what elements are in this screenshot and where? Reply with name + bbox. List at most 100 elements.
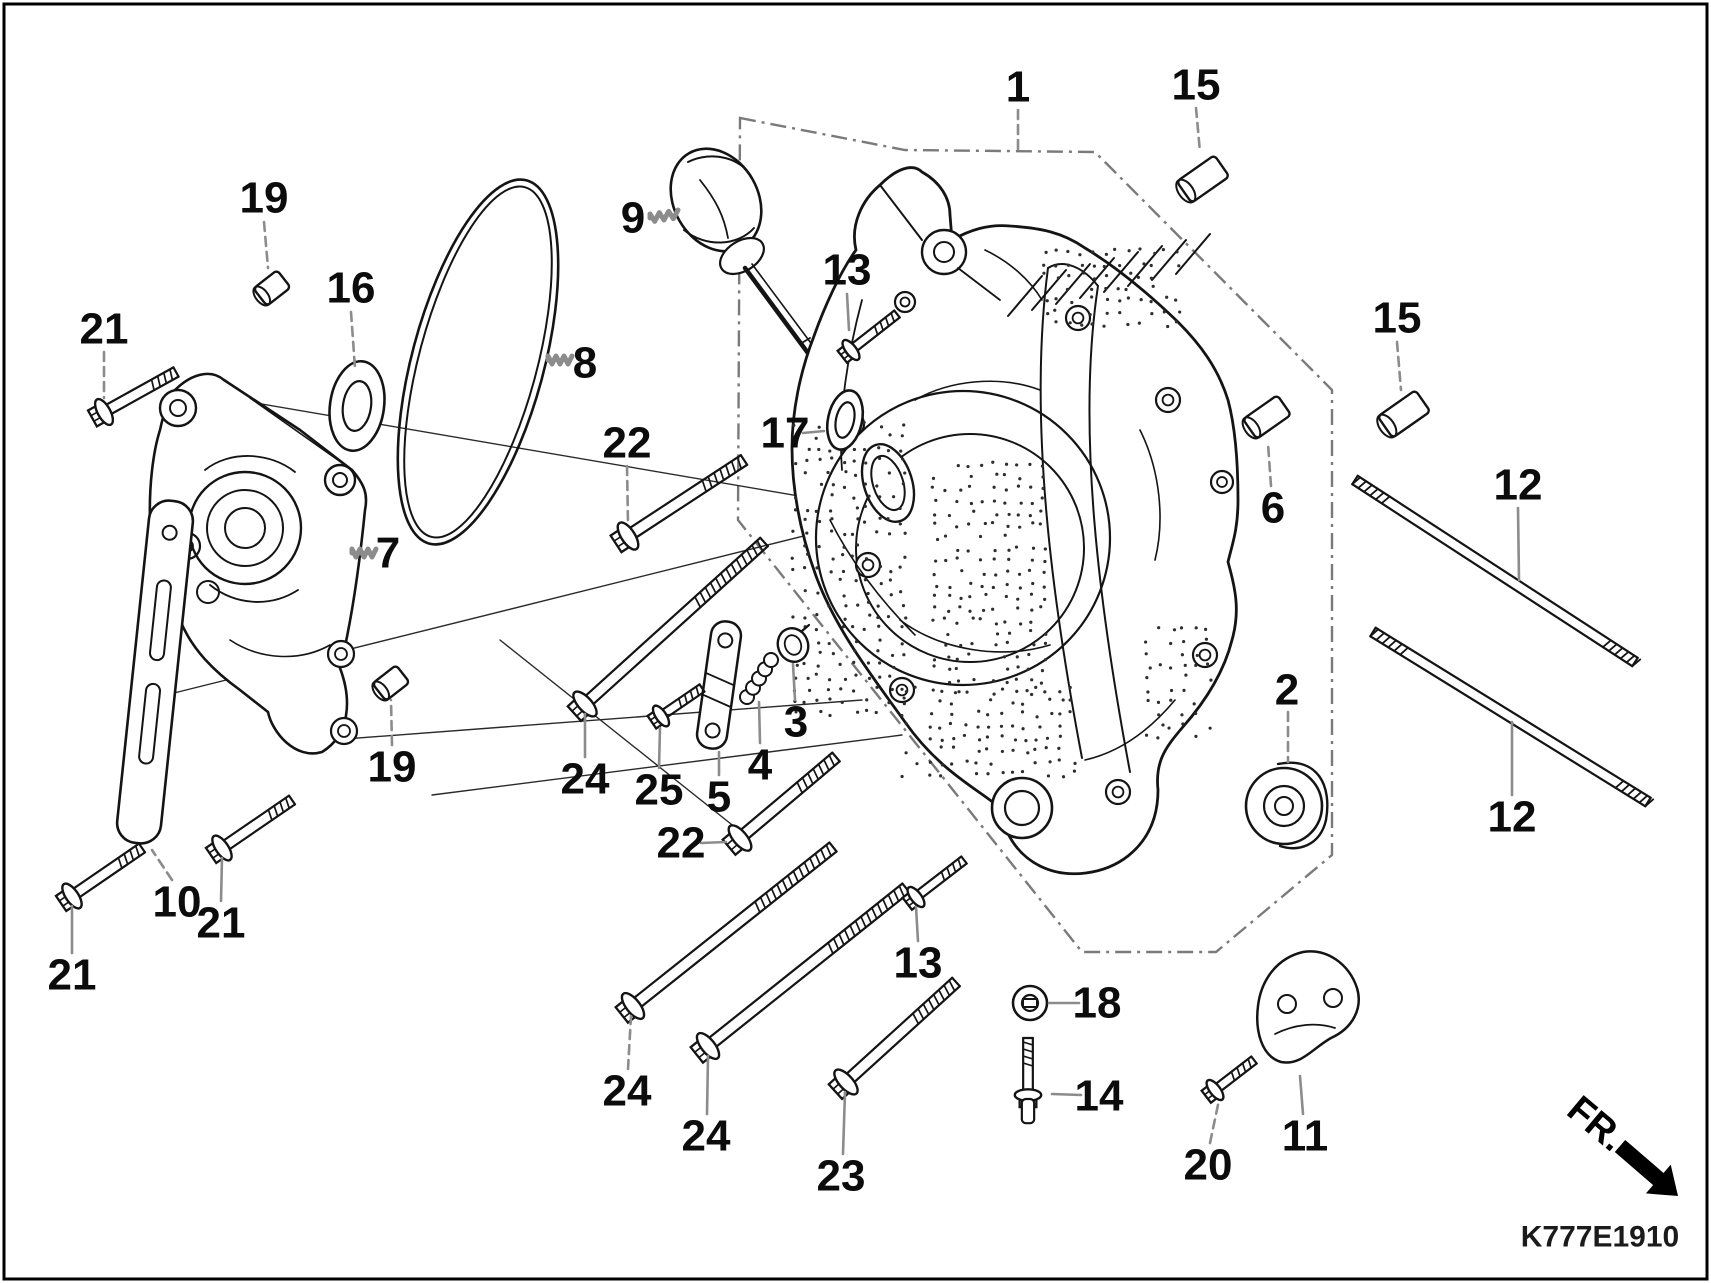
- callout-16: 16: [327, 264, 376, 370]
- fr-arrow-icon: [1614, 1139, 1678, 1196]
- dowel-6: [1241, 395, 1291, 440]
- line: [267, 808, 273, 822]
- line: [279, 801, 285, 814]
- dowel-15a: [1175, 155, 1229, 204]
- line: [946, 866, 951, 878]
- line: [304, 699, 863, 743]
- line: [698, 683, 706, 693]
- line: [828, 754, 836, 767]
- line: [871, 907, 878, 920]
- circle: [895, 683, 909, 697]
- circle: [854, 551, 882, 579]
- line: [156, 375, 162, 388]
- line: [129, 849, 135, 862]
- line: [431, 734, 903, 796]
- line: [1247, 1058, 1252, 1069]
- dipstick-9: [669, 147, 835, 387]
- line: [699, 591, 707, 604]
- line: [845, 292, 851, 332]
- callout-label-25-19: 25: [635, 766, 684, 815]
- callout-label-13-26: 13: [894, 939, 943, 988]
- path: [1088, 285, 1131, 773]
- line: [759, 536, 769, 548]
- callout-12: 12: [1488, 720, 1536, 842]
- line: [841, 1090, 847, 1156]
- callout-17: 17: [761, 409, 826, 458]
- circle: [861, 558, 875, 572]
- callout-24: 24: [603, 1014, 652, 1116]
- ellipse: [834, 401, 856, 439]
- bracket-11: [1256, 950, 1360, 1064]
- line: [223, 803, 297, 854]
- line: [1625, 654, 1636, 664]
- oil-seal-16: [328, 359, 386, 453]
- callout-23: 23: [817, 1090, 866, 1201]
- line: [781, 879, 789, 892]
- line: [893, 309, 901, 319]
- circle: [893, 290, 917, 314]
- path: [229, 639, 331, 658]
- line: [932, 993, 940, 1006]
- line: [754, 900, 761, 914]
- line: [694, 595, 702, 609]
- line: [917, 862, 968, 902]
- callout-21: 21: [197, 856, 245, 948]
- circle: [763, 652, 779, 668]
- stud-12a: [1351, 474, 1642, 668]
- line: [751, 544, 759, 557]
- circle: [158, 388, 198, 428]
- line: [580, 536, 762, 701]
- line: [798, 865, 805, 879]
- line: [848, 985, 961, 1088]
- line: [849, 924, 856, 937]
- dowel-19a: [252, 270, 291, 307]
- callout-15: 15: [1172, 61, 1220, 154]
- callout-label-22-21: 22: [657, 819, 706, 868]
- line: [951, 976, 961, 988]
- line: [662, 690, 706, 721]
- ellipse: [783, 634, 803, 656]
- circle: [1262, 784, 1306, 828]
- callout-label-9-3: 9: [621, 194, 645, 243]
- callout-label-16-4: 16: [327, 264, 376, 313]
- ellipse: [1011, 984, 1049, 1022]
- line: [657, 726, 662, 770]
- line: [720, 572, 728, 585]
- path: [209, 584, 299, 603]
- circle: [323, 463, 357, 497]
- bolt-14: [1013, 1036, 1043, 1125]
- bolt-24c: [689, 882, 911, 1065]
- line: [957, 858, 962, 869]
- circle: [1161, 393, 1175, 407]
- line: [1357, 480, 1368, 489]
- line: [825, 844, 832, 857]
- callout-22: 22: [657, 819, 728, 868]
- ellipse: [396, 178, 560, 546]
- line: [787, 874, 794, 888]
- bolt-13a: [836, 309, 901, 365]
- line: [841, 976, 954, 1079]
- bolt-25: [646, 683, 706, 731]
- line: [1387, 639, 1397, 649]
- line: [873, 325, 879, 336]
- callout-label-21-25: 21: [48, 951, 97, 1000]
- line: [812, 767, 820, 781]
- line: [745, 548, 754, 562]
- line: [1375, 632, 1386, 641]
- line: [1022, 1062, 1034, 1067]
- bolt-21c: [54, 842, 147, 913]
- line: [898, 885, 905, 898]
- line: [1055, 263, 1091, 305]
- line: [623, 454, 742, 533]
- line: [702, 694, 731, 708]
- line: [699, 840, 728, 845]
- circle: [933, 241, 955, 263]
- crankcase-body-1: [790, 166, 1240, 876]
- circle: [1277, 994, 1297, 1014]
- line: [730, 460, 737, 474]
- callout-label-23-31: 23: [817, 1152, 866, 1201]
- line: [914, 905, 920, 943]
- callout-19: 19: [240, 174, 288, 270]
